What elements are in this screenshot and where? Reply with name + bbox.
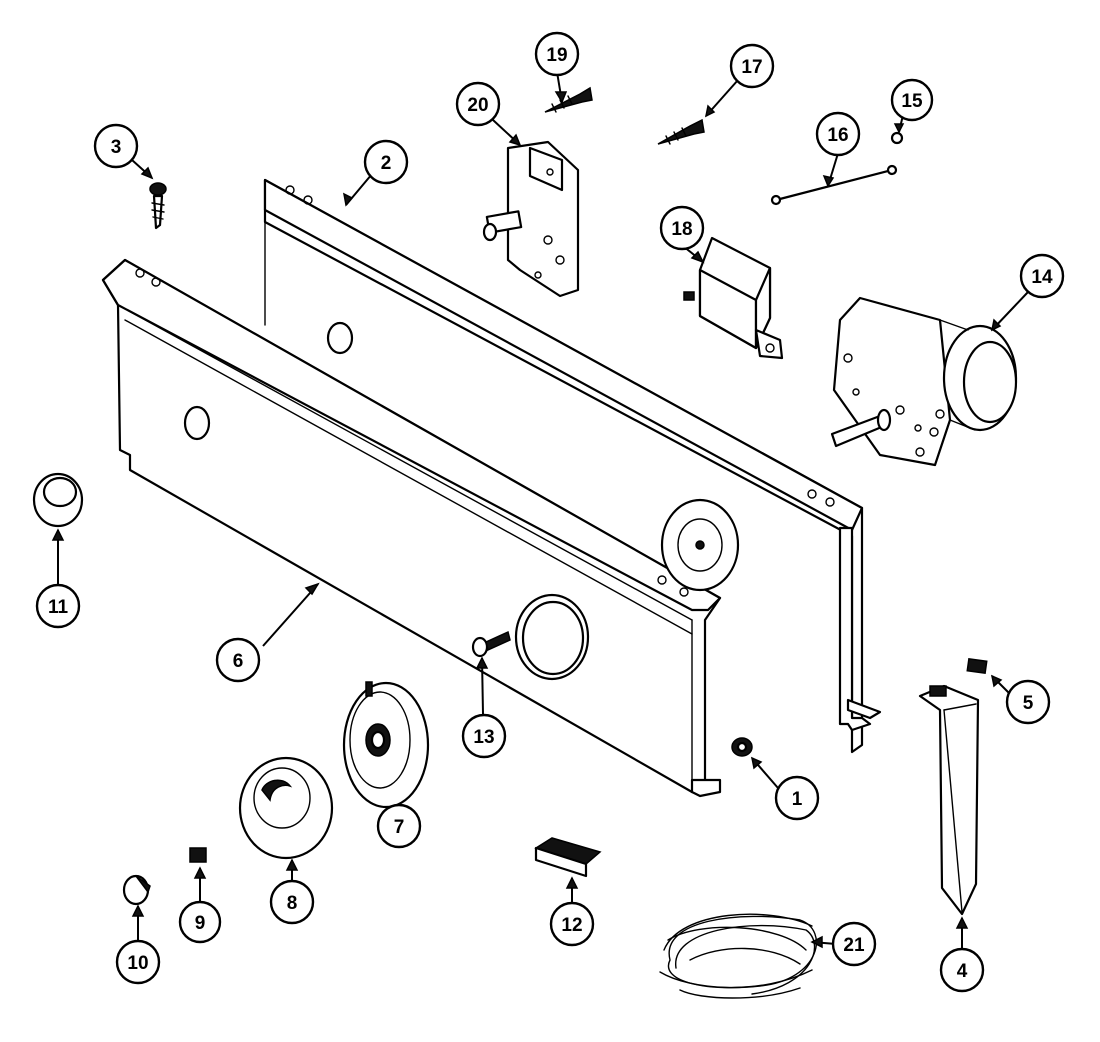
callout-5: 5 <box>1005 679 1051 725</box>
callout-15: 15 <box>890 78 934 122</box>
callout-1: 1 <box>774 775 820 821</box>
part-rear-panel <box>263 178 882 754</box>
callout-4-label: 4 <box>957 961 968 982</box>
callout-16: 16 <box>815 111 861 157</box>
callout-16-label: 16 <box>827 125 848 146</box>
part-wire-harness <box>659 913 817 999</box>
callout-2-label: 2 <box>381 153 392 174</box>
part-screw-13 <box>471 630 511 658</box>
callout-8: 8 <box>269 879 315 925</box>
part-nut <box>731 737 753 757</box>
callout-10: 10 <box>115 939 161 985</box>
part-switch-plate <box>482 140 580 298</box>
callout-4: 4 <box>939 947 985 993</box>
part-knob-11 <box>32 472 84 528</box>
callout-7-label: 7 <box>394 817 405 838</box>
callout-13-label: 13 <box>473 727 494 748</box>
callout-18: 18 <box>659 205 705 251</box>
callout-14: 14 <box>1019 253 1065 299</box>
callout-11: 11 <box>35 583 81 629</box>
callout-21-label: 21 <box>843 935 865 956</box>
part-rod <box>770 164 898 206</box>
callout-12-label: 12 <box>561 915 582 936</box>
part-dial-7 <box>342 681 430 809</box>
leader-6 <box>262 583 319 647</box>
part-dial-8 <box>238 756 334 860</box>
callout-9-label: 9 <box>195 913 206 934</box>
callout-bubbles: 1 2 3 4 5 6 7 8 <box>35 31 1065 993</box>
callout-20-label: 20 <box>467 95 488 116</box>
part-clip-9 <box>189 847 207 863</box>
callout-5-label: 5 <box>1023 693 1034 714</box>
part-rear-knob <box>660 498 740 592</box>
part-screw-17 <box>657 118 705 145</box>
callout-14-label: 14 <box>1031 267 1053 288</box>
part-screw-3 <box>149 182 167 230</box>
part-button-10 <box>122 874 151 906</box>
callout-2: 2 <box>363 139 409 185</box>
callout-6-label: 6 <box>233 651 244 672</box>
part-relay <box>683 236 784 360</box>
callout-13: 13 <box>461 713 507 759</box>
part-clip <box>890 131 904 145</box>
callout-1-label: 1 <box>792 789 803 810</box>
callout-20: 20 <box>455 81 501 127</box>
part-pad <box>534 837 602 878</box>
callout-3: 3 <box>93 123 139 169</box>
callout-12: 12 <box>549 901 595 947</box>
callout-leaders <box>51 71 1029 949</box>
callout-8-label: 8 <box>287 893 298 914</box>
part-side-trim <box>918 684 980 916</box>
callout-15-label: 15 <box>901 91 923 112</box>
part-screw-19 <box>544 86 593 113</box>
callout-3-label: 3 <box>111 137 122 158</box>
part-timer-motor <box>830 296 1018 467</box>
callout-17: 17 <box>729 43 775 89</box>
part-front-panel <box>101 258 722 798</box>
callout-17-label: 17 <box>741 57 762 78</box>
callout-21: 21 <box>831 921 877 967</box>
callout-6: 6 <box>215 637 261 683</box>
callout-9: 9 <box>178 900 222 944</box>
callout-10-label: 10 <box>127 953 148 974</box>
callout-19-label: 19 <box>546 45 567 66</box>
callout-18-label: 18 <box>671 219 692 240</box>
callout-7: 7 <box>376 803 422 849</box>
part-clip-5 <box>966 657 988 675</box>
callout-11-label: 11 <box>48 597 69 618</box>
callout-19: 19 <box>534 31 580 77</box>
